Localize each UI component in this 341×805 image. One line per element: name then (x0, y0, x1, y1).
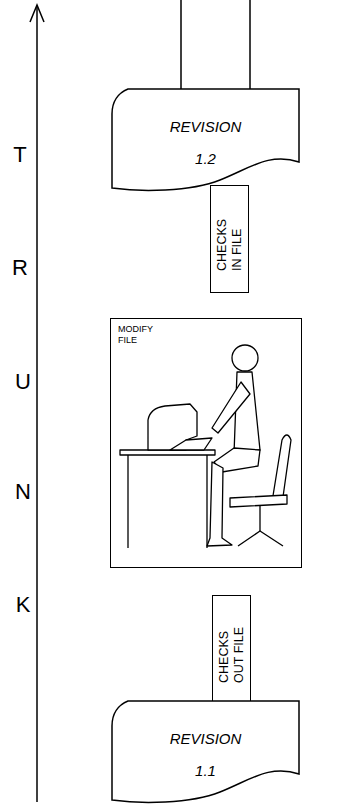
person-arm (212, 382, 250, 433)
computer-keyboard (170, 438, 212, 450)
document-outline (110, 700, 301, 802)
document-shape (112, 701, 299, 802)
trunk-arrow-head (30, 5, 44, 22)
computer-monitor (148, 404, 197, 450)
chair-post (259, 506, 260, 531)
node-text: MODIFY FILE (118, 324, 162, 346)
desk-leg (206, 455, 207, 548)
chair-back (272, 435, 291, 504)
chair-base (238, 531, 283, 546)
person-head (232, 345, 258, 371)
modify-file-box: MODIFY FILE (110, 318, 302, 568)
trunk-letter: T (5, 143, 35, 167)
trunk-arrow-line (36, 6, 38, 802)
person-torso (234, 372, 260, 454)
trunk-letter: R (5, 256, 35, 280)
node-text: REVISION 1.2 (161, 111, 251, 175)
node-text: CHECKS IN FILE (215, 207, 245, 271)
person-thigh (214, 448, 260, 472)
chair-seat (230, 495, 287, 507)
desk-leg (127, 455, 128, 548)
revision-document: REVISION 1.2 (110, 88, 301, 191)
desk-top (120, 450, 215, 455)
node-text: REVISION 1.1 (161, 723, 251, 787)
trunk-letter: U (8, 370, 38, 394)
node-text: CHECKS OUT FILE (217, 619, 247, 683)
check-out-box: CHECKS OUT FILE (212, 595, 251, 707)
revision-document: REVISION 1.1 (110, 700, 301, 802)
document-shape (112, 89, 299, 190)
check-in-box: CHECKS IN FILE (210, 185, 249, 293)
person-leg (207, 462, 232, 546)
trunk-letter: N (8, 480, 38, 504)
trunk-letter: K (8, 593, 38, 617)
document-outline (110, 88, 301, 191)
